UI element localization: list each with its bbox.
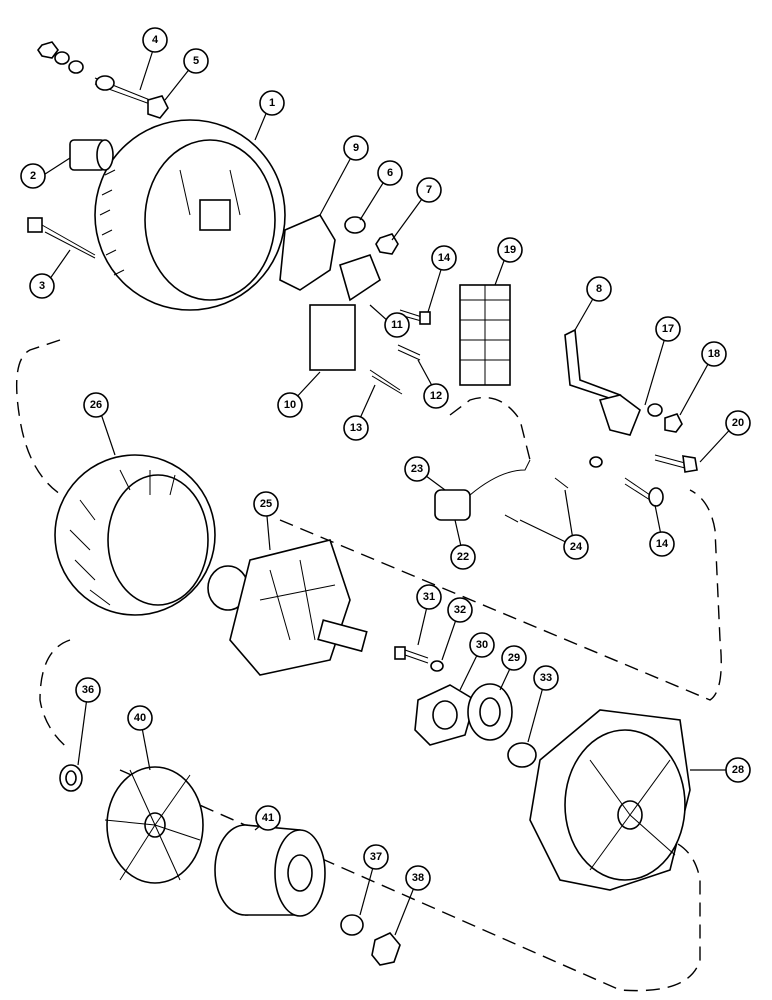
svg-text:6: 6 [387,167,393,179]
nuts-and-washers-top-left [37,41,169,119]
drive-end-bearing [467,683,513,741]
screws-12-13-14 [369,309,431,395]
callout-5: 5 [183,48,209,74]
callout-6: 6 [377,160,403,186]
svg-text:14: 14 [656,538,669,550]
assembly-line-regulator [449,396,531,461]
callout-33: 33 [533,665,559,691]
svg-text:1: 1 [269,97,275,109]
washers-6-7 [344,216,399,255]
callout-9: 9 [343,135,369,161]
washer-33 [507,742,537,768]
screw-14-lower [589,456,664,507]
washer-37-nut-38 [340,914,401,966]
svg-text:13: 13 [350,422,362,434]
callout-19: 19 [497,237,523,263]
callout-37: 37 [363,844,389,870]
callout-25: 25 [253,491,279,517]
callout-8: 8 [586,276,612,302]
callout-40: 40 [127,705,153,731]
callout-11: 11 [384,312,410,338]
callout-41: 41 [255,805,281,831]
callout-20: 20 [725,410,751,436]
svg-text:36: 36 [82,684,94,696]
svg-text:28: 28 [732,764,744,776]
svg-text:30: 30 [476,639,488,651]
rotor [207,539,368,676]
svg-text:9: 9 [353,142,359,154]
svg-text:8: 8 [596,283,602,295]
callout-14-lower: 14 [649,531,675,557]
svg-text:2: 2 [30,170,36,182]
callout-10: 10 [277,392,303,418]
callout-7: 7 [416,177,442,203]
callout-32: 32 [447,597,473,623]
svg-text:11: 11 [391,319,403,331]
callout-17: 17 [655,316,681,342]
callout-29: 29 [501,645,527,671]
svg-text:19: 19 [504,244,516,256]
svg-text:4: 4 [152,34,159,46]
svg-text:23: 23 [411,463,423,475]
svg-text:5: 5 [193,55,199,67]
bearing [69,139,114,171]
callout-12: 12 [423,383,449,409]
assembly-line-lower [39,639,701,992]
svg-text:33: 33 [540,672,552,684]
svg-text:38: 38 [412,872,424,884]
pulley [214,824,326,917]
svg-text:29: 29 [508,652,520,664]
callout-26: 26 [83,392,109,418]
slip-ring-end-frame [94,119,286,311]
callout-30: 30 [469,632,495,658]
callout-38: 38 [405,865,431,891]
callout-24: 24 [563,534,589,560]
brush-holder [309,254,381,371]
callout-4: 4 [142,27,168,53]
svg-text:3: 3 [39,280,45,292]
svg-text:24: 24 [570,541,583,553]
callout-1: 1 [259,90,285,116]
svg-text:26: 26 [90,399,102,411]
svg-text:18: 18 [708,348,720,360]
callout-13: 13 [343,415,369,441]
svg-text:40: 40 [134,712,146,724]
svg-text:20: 20 [732,417,744,429]
rectifier-bridge [459,284,511,386]
callout-23: 23 [404,456,430,482]
drive-end-frame [529,709,691,891]
bolt-20 [654,454,698,473]
brush-holder-bracket [279,213,336,291]
callout-2: 2 [20,163,46,189]
retainer-plate [414,684,476,746]
callout-28: 28 [725,757,751,783]
through-bolt [27,217,96,259]
capacitor [434,459,531,521]
svg-text:12: 12 [430,390,442,402]
terminal-bracket [564,328,683,436]
svg-text:41: 41 [262,812,274,824]
svg-text:31: 31 [423,591,435,603]
svg-text:14: 14 [438,252,451,264]
svg-text:10: 10 [284,399,296,411]
fan [104,766,204,884]
svg-text:7: 7 [426,184,432,196]
spacer-36 [59,764,83,792]
callout-36: 36 [75,677,101,703]
svg-text:32: 32 [454,604,466,616]
callout-14-upper: 14 [431,245,457,271]
svg-text:25: 25 [260,498,272,510]
callout-22: 22 [450,544,476,570]
callout-18: 18 [701,341,727,367]
svg-text:17: 17 [662,323,674,335]
callout-31: 31 [416,584,442,610]
svg-text:37: 37 [370,851,382,863]
stator [54,454,216,616]
callout-3: 3 [29,273,55,299]
screws-24 [504,477,569,523]
screw-31-washer-32 [394,646,444,672]
svg-text:22: 22 [457,551,469,563]
